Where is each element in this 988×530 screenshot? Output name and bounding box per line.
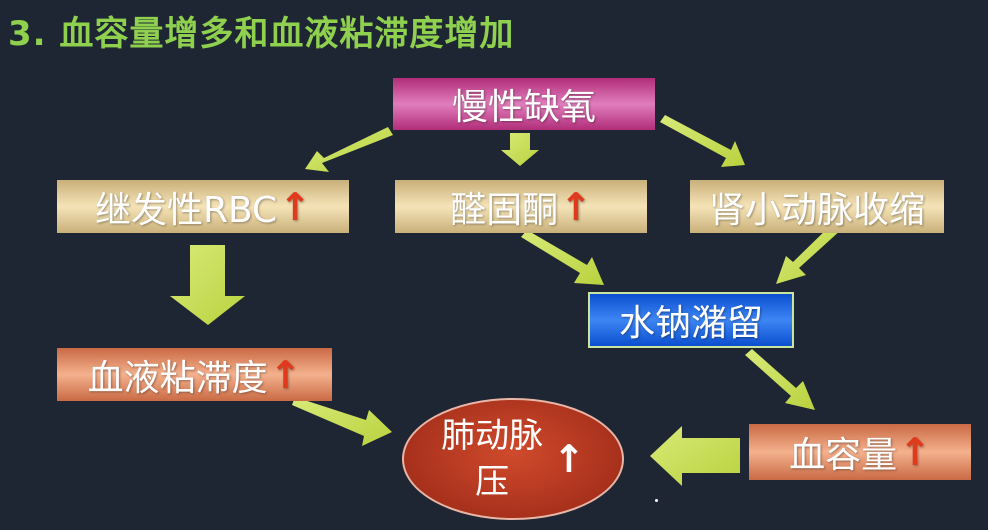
increase-arrow-icon: ↑ bbox=[279, 184, 312, 229]
node-renal-label: 肾小动脉收缩 bbox=[708, 189, 925, 231]
arrow-renal-to-water bbox=[776, 222, 842, 284]
node-blood-viscosity-label: 血液粘滞度 bbox=[87, 357, 268, 399]
arrow-aldosterone-to-water bbox=[521, 230, 604, 285]
node-chronic-hypoxia: 慢性缺氧 bbox=[393, 78, 655, 130]
node-pulmonary-artery-pressure: 肺动脉 压 ↑ bbox=[402, 398, 624, 520]
increase-arrow-icon: ↑ bbox=[560, 184, 592, 229]
arrow-volume-to-pulmonary bbox=[650, 426, 740, 486]
increase-arrow-icon: ↑ bbox=[553, 437, 585, 481]
cursor-dot bbox=[655, 499, 658, 502]
node-chronic-hypoxia-label: 慢性缺氧 bbox=[451, 87, 596, 128]
node-blood-viscosity: 血液粘滞度↑ bbox=[57, 348, 332, 401]
node-blood-volume-label: 血容量 bbox=[789, 435, 898, 476]
node-pulmonary-line1: 肺动脉 bbox=[441, 416, 544, 456]
node-water-sodium-label: 水钠潴留 bbox=[618, 303, 763, 344]
slide-title: 3. 血容量增多和血液粘滞度增加 bbox=[8, 14, 515, 54]
increase-arrow-icon: ↑ bbox=[899, 430, 931, 474]
arrow-hypoxia-to-rbc bbox=[305, 127, 393, 172]
node-aldosterone-label: 醛固酮 bbox=[450, 189, 559, 231]
arrow-hypoxia-to-renal bbox=[660, 115, 745, 167]
increase-arrow-icon: ↑ bbox=[269, 352, 302, 397]
arrow-water-to-volume bbox=[745, 349, 815, 410]
node-water-sodium-retention: 水钠潴留 bbox=[588, 292, 794, 348]
node-blood-volume: 血容量↑ bbox=[749, 424, 971, 480]
node-pulmonary-line2: 压 bbox=[475, 462, 510, 502]
arrow-hypoxia-to-aldosterone bbox=[501, 133, 539, 166]
arrow-viscosity-to-pulmonary bbox=[292, 397, 392, 446]
arrow-rbc-to-viscosity bbox=[170, 245, 245, 325]
node-aldosterone: 醛固酮↑ bbox=[395, 180, 647, 233]
node-secondary-rbc-label: 继发性RBC bbox=[94, 189, 278, 231]
node-renal-arteriole-constriction: 肾小动脉收缩 bbox=[690, 180, 944, 233]
node-secondary-rbc: 继发性RBC↑ bbox=[57, 180, 349, 233]
